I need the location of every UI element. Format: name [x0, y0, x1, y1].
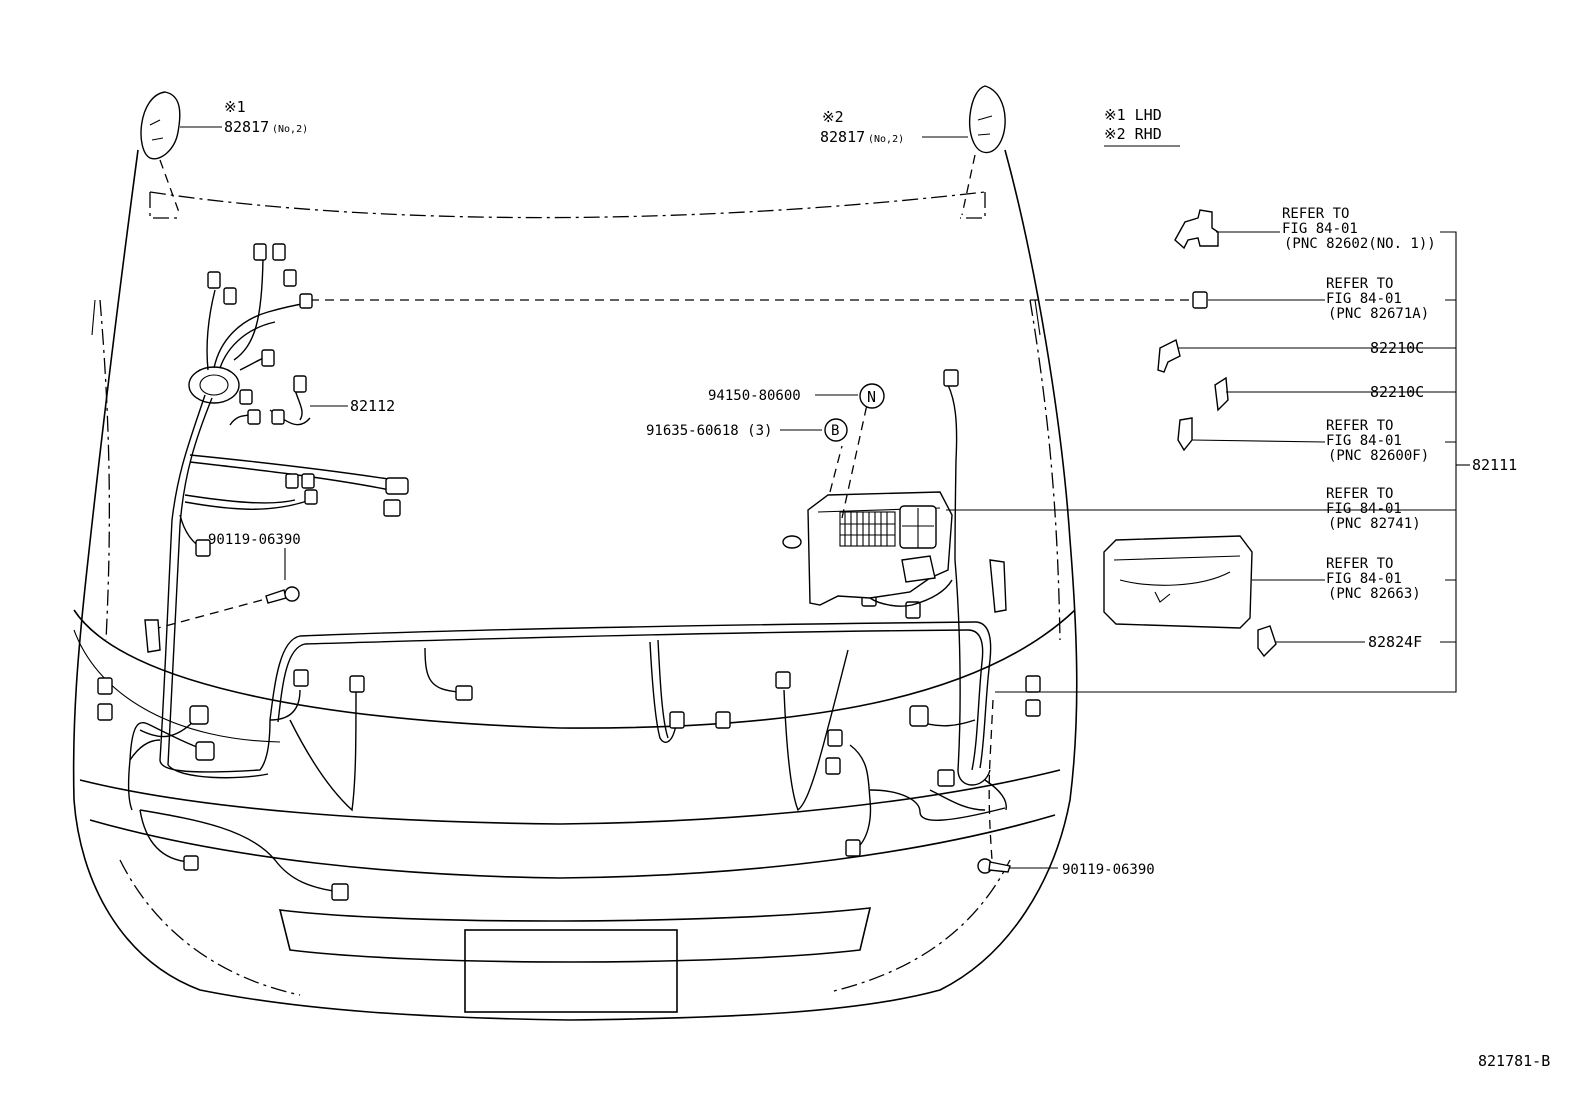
engine-harness-82112 — [144, 243, 1195, 766]
callout-82111: 82111 — [1472, 456, 1517, 474]
callout-82817-right: 82817 — [820, 128, 865, 146]
ref-82602-line1: REFER TO — [1282, 206, 1349, 222]
car-body-outline — [72, 149, 1078, 1021]
callout-91635: 91635-60618 (3) — [646, 423, 772, 439]
ref-82600f-line1: REFER TO — [1326, 418, 1393, 434]
callout-82817-left-sup: (No,2) — [272, 124, 308, 135]
callout-82817-right-mark: ※2 — [822, 108, 844, 126]
ref-82602-line2: FIG 84-01 — [1282, 221, 1358, 237]
note-rhd: ※2 RHD — [1104, 125, 1162, 143]
relay-block — [782, 399, 1455, 606]
ref-82602-line3: (PNC 82602(NO. 1)) — [1284, 236, 1436, 252]
circle-n-label: N — [867, 388, 876, 406]
ref-82663-line3: (PNC 82663) — [1328, 586, 1421, 602]
callout-94150: 94150-80600 — [708, 388, 801, 404]
labels: ※1 LHD ※2 RHD ※1 82817 (No,2) ※2 82817 (… — [208, 98, 1550, 1070]
ref-82741-line2: FIG 84-01 — [1326, 501, 1402, 517]
ref-82600f-line2: FIG 84-01 — [1326, 433, 1402, 449]
callout-82817-right-sup: (No,2) — [868, 134, 904, 145]
ref-82671a-line3: (PNC 82671A) — [1328, 306, 1429, 322]
ref-82741-line3: (PNC 82741) — [1328, 516, 1421, 532]
ref-82663-line1: REFER TO — [1326, 556, 1393, 572]
callout-90119-right: 90119-06390 — [1062, 862, 1155, 878]
note-lhd: ※1 LHD — [1104, 106, 1162, 124]
ref-82600f-line3: (PNC 82600F) — [1328, 448, 1429, 464]
shield-82817-right — [922, 85, 1006, 216]
figure-id: 821781-B — [1478, 1052, 1550, 1070]
shield-82817-left — [140, 91, 222, 216]
ref-82671a-line1: REFER TO — [1326, 276, 1393, 292]
callout-82817-left-mark: ※1 — [224, 98, 246, 116]
right-side-parts — [995, 209, 1470, 693]
part-82210c-2: 82210C — [1370, 383, 1424, 401]
callout-82112: 82112 — [350, 397, 395, 415]
part-82210c-1: 82210C — [1370, 339, 1424, 357]
ref-82741-line1: REFER TO — [1326, 486, 1393, 502]
part-82824f: 82824F — [1368, 633, 1422, 651]
callout-90119-left: 90119-06390 — [208, 532, 301, 548]
cowl-harness — [97, 369, 1058, 901]
callout-82817-left: 82817 — [224, 118, 269, 136]
ref-82663-line2: FIG 84-01 — [1326, 571, 1402, 587]
ref-82671a-line2: FIG 84-01 — [1326, 291, 1402, 307]
relay-block-fuses — [839, 511, 896, 547]
relay-block-callouts: N B — [780, 383, 885, 442]
circle-b-label: B — [831, 423, 839, 439]
